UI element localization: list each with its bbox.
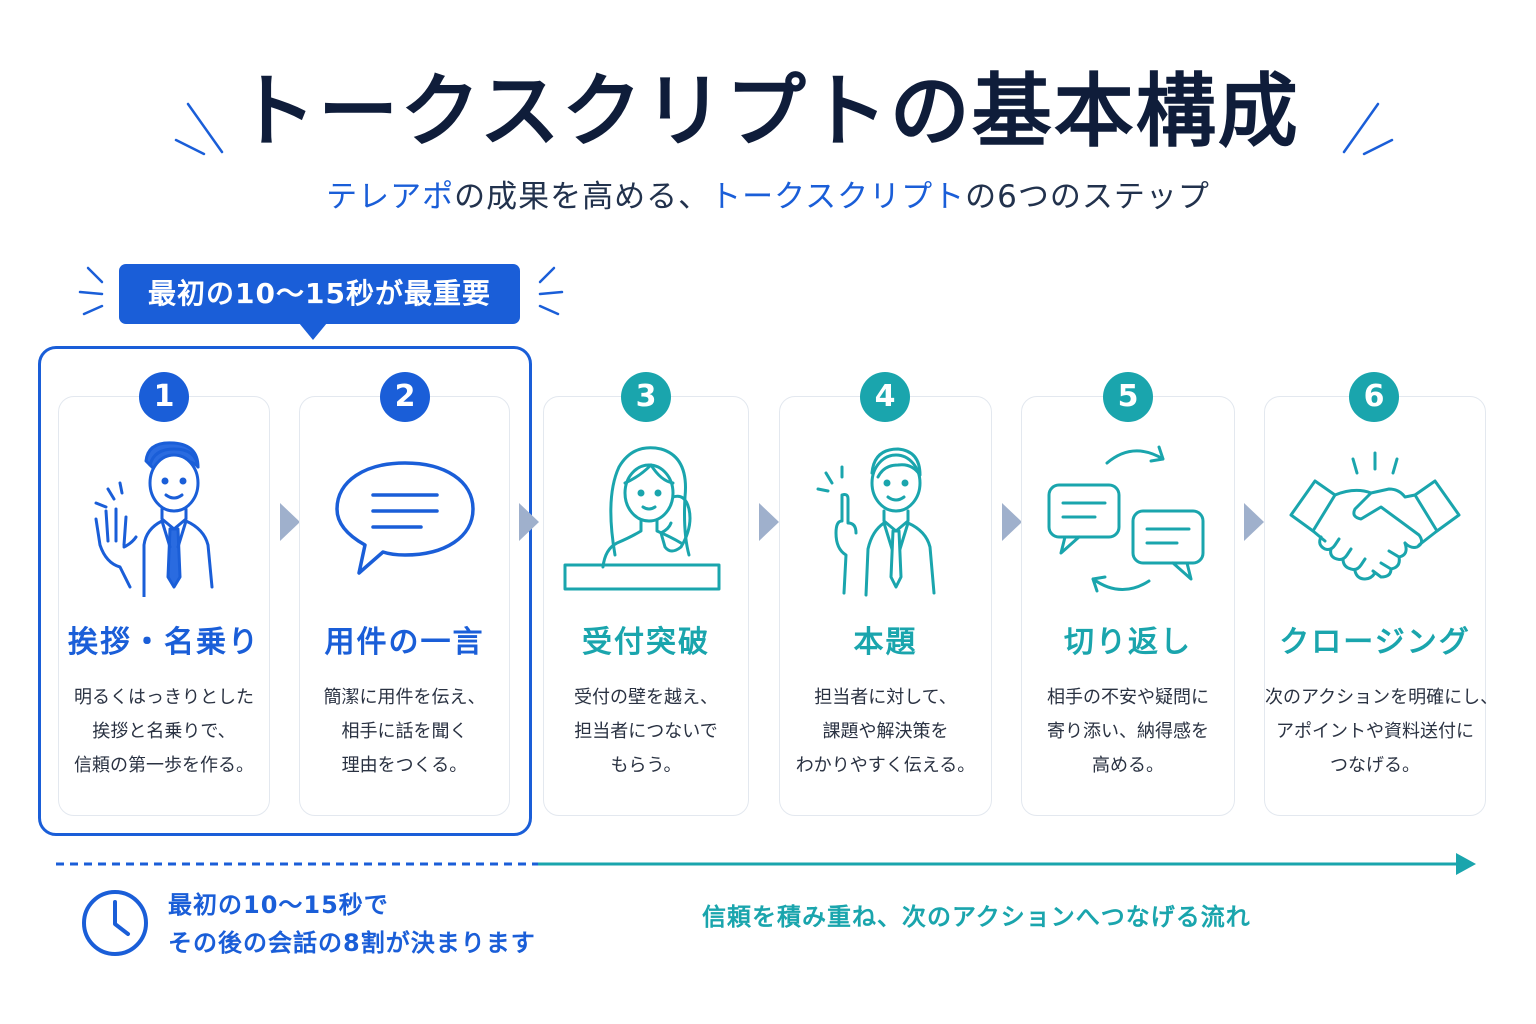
step-card-4: 4 本題 担当者に対して、課題や解決策をわかりやすく伝える。 [779,372,992,816]
step-description: 受付の壁を越え、担当者につないでもらう。 [574,687,718,776]
step-number-badge: 2 [380,372,430,422]
step-arrow-icon [1002,503,1022,541]
step-number-badge: 4 [860,372,910,422]
step-number-badge: 5 [1103,372,1153,422]
step-card-6: 6 クロージング 次のアクションを明確にし、アポイントや資料送付につなげる。 [1264,372,1499,816]
page-subtitle: テレアポの成果を高める、トークスクリプトの6つのステップ [326,179,1210,215]
waving-businessman-icon [59,437,269,607]
step-number-badge: 1 [139,372,189,422]
step-arrow-icon [519,503,539,541]
step-arrow-icon [759,503,779,541]
step-arrow-icon [280,503,300,541]
step-description: 簡潔に用件を伝え、相手に話を聞く理由をつくる。 [323,687,486,776]
step-card-3: 3 受付突破 受付の壁を越え、担当者につないでもらう。 [543,372,749,816]
step-description: 担当者に対して、課題や解決策をわかりやすく伝える。 [795,687,976,776]
step-number-badge: 3 [621,372,671,422]
title-left-sparkle-icon [174,102,224,156]
flow-timeline-arrow [56,853,1476,875]
step-title: 用件の一言 [324,625,485,660]
step-number-badge: 6 [1349,372,1399,422]
clock-icon [82,890,148,956]
pointing-businessman-icon [780,437,991,607]
speech-bubble-icon [300,437,509,607]
first-seconds-note: 最初の10〜15秒で その後の会話の8割が決まります [168,891,536,957]
title-right-sparkle-icon [1342,102,1394,156]
flow-caption: 信頼を積み重ね、次のアクションへつなげる流れ [702,903,1251,931]
step-title: 受付突破 [582,625,710,660]
callout-pointer [299,323,327,340]
step-title: 切り返し [1064,625,1192,660]
step-title: 挨拶・名乗り [68,625,260,660]
step-card-2: 2 用件の一言 簡潔に用件を伝え、相手に話を聞く理由をつくる。 [299,372,510,816]
handshake-icon [1265,437,1485,607]
conversation-cycle-icon [1022,437,1234,607]
page-title: トークスクリプトの基本構成 [236,65,1300,158]
step-description: 相手の不安や疑問に寄り添い、納得感を高める。 [1047,687,1209,776]
step-description: 明るくはっきりとした挨拶と名乗りで、信頼の第一歩を作る。 [74,687,254,776]
callout-right-sparkle-icon [538,266,564,316]
callout-badge: 最初の10〜15秒が最重要 [119,264,520,324]
step-title: クロージング [1279,625,1471,660]
step-arrow-icon [1244,503,1264,541]
callout-left-sparkle-icon [78,266,104,316]
receptionist-icon [544,437,748,607]
first-steps-highlight-frame [38,346,532,836]
step-title: 本題 [853,625,918,660]
step-description: 次のアクションを明確にし、アポイントや資料送付につなげる。 [1265,687,1499,776]
step-card-5: 5 切り返し 相手の不安や疑問に寄り添い、納得感を高める。 [1021,372,1235,816]
step-card-1: 1 挨拶・名乗り 明るくはっきりとした挨拶と名乗りで、信頼の第一歩を作る。 [58,372,270,816]
